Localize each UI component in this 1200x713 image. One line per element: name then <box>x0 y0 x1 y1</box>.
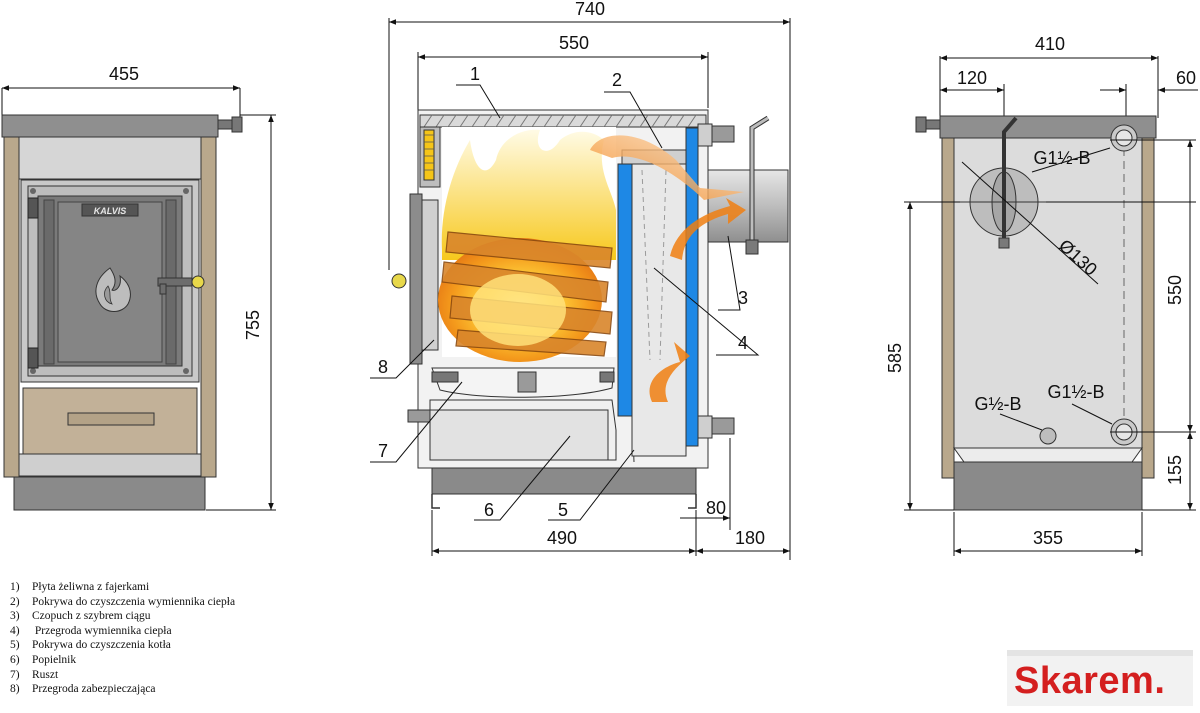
base-height-label: 155 <box>1165 455 1185 485</box>
front-height-label: 755 <box>243 310 263 340</box>
legend-item: 2)Pokrywa do czyszczenia wymiennika ciep… <box>10 595 236 608</box>
callout-3: 3 <box>738 288 748 308</box>
side-door-knob <box>391 273 407 289</box>
door-knob <box>191 275 205 289</box>
side-bottom-offset-label: 80 <box>706 498 726 518</box>
side-flue-offset-label: 180 <box>735 528 765 548</box>
bottom-connection-label: G1½-B <box>1047 382 1104 402</box>
flame-emblem-icon <box>95 267 131 312</box>
parts-legend: 1)Płyta żeliwna z fajerkami 2)Pokrywa do… <box>10 580 235 697</box>
top-connection-label: G1½-B <box>1033 148 1090 168</box>
front-view: 455 KALVIS <box>1 64 276 511</box>
legend-item: 7)Ruszt <box>10 668 59 681</box>
legend-item: 5)Pokrywa do czyszczenia kotła <box>10 639 171 652</box>
rear-base-width-label: 355 <box>1033 528 1063 548</box>
connection-spacing-label: 550 <box>1165 275 1185 305</box>
flame-zone <box>441 129 616 260</box>
legend-item: 1)Płyta żeliwna z fajerkami <box>10 581 150 593</box>
rear-width-label: 410 <box>1035 34 1065 54</box>
rear-view: 410 120 60 Ø130 <box>885 34 1198 556</box>
flue-pipe <box>707 169 789 243</box>
callout-6: 6 <box>484 500 494 520</box>
callout-1: 1 <box>470 64 480 84</box>
flow-arrow-bottom <box>649 342 690 402</box>
rear-offset-left-label: 120 <box>957 68 987 88</box>
callout-2: 2 <box>612 70 622 90</box>
skarem-logo-background <box>1007 650 1193 706</box>
rear-offset-right-label: 60 <box>1176 68 1196 88</box>
side-inner-label: 550 <box>559 33 589 53</box>
legend-item: 4) Przegroda wymiennika ciepła <box>10 624 172 637</box>
callout-7: 7 <box>378 441 388 461</box>
legend-item: 3)Czopuch z szybrem ciągu <box>10 610 151 623</box>
side-section-view: 740 550 <box>370 0 791 560</box>
drain-connection-label: G½-B <box>974 394 1021 414</box>
flue-height-label: 585 <box>885 343 905 373</box>
legend-item: 8)Przegroda zabezpieczająca <box>10 683 156 696</box>
legend-item: 6)Popielnik <box>10 653 77 666</box>
drain-connection <box>1039 427 1057 445</box>
flow-arrow-top <box>590 135 744 200</box>
flow-arrow-right <box>670 198 746 260</box>
front-width-label: 455 <box>109 64 139 84</box>
skarem-logo: Skarem. <box>1014 660 1166 702</box>
callout-8: 8 <box>378 357 388 377</box>
baffle-left <box>617 163 633 417</box>
side-base-label: 490 <box>547 528 577 548</box>
callout-4: 4 <box>738 333 748 353</box>
side-total-label: 740 <box>575 0 605 19</box>
callout-5: 5 <box>558 500 568 520</box>
brand-plate: KALVIS <box>94 206 127 216</box>
